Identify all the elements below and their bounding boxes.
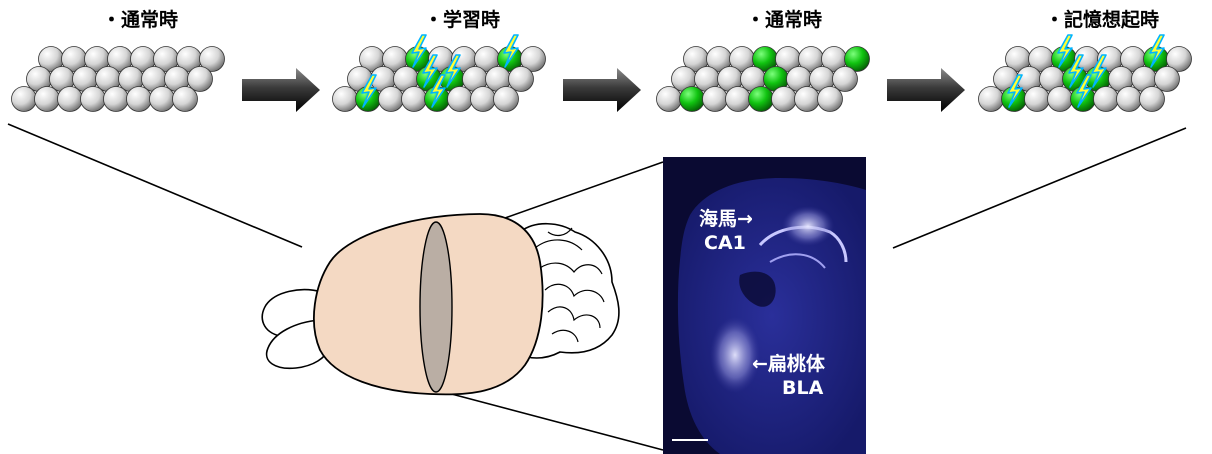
neuron	[725, 86, 751, 112]
neuron	[332, 86, 358, 112]
neuron	[1154, 66, 1180, 92]
neuron	[80, 86, 106, 112]
stage-title-2: ・学習時	[424, 8, 500, 31]
lightning-spark-icon	[422, 54, 438, 88]
neuron	[1139, 86, 1165, 112]
coronal-section-plane	[419, 221, 453, 393]
lightning-spark-icon	[445, 54, 461, 88]
brain-slice-micrograph	[663, 157, 866, 454]
neuron	[149, 86, 175, 112]
neuron	[103, 86, 129, 112]
neuron	[817, 86, 843, 112]
active-neuron	[748, 86, 774, 112]
neuron	[172, 86, 198, 112]
neuron	[378, 86, 404, 112]
neuron	[1116, 86, 1142, 112]
neuron-clusters	[11, 34, 1192, 112]
neuron	[34, 86, 60, 112]
neuron-cluster-tagged	[656, 46, 870, 112]
lightning-spark-icon	[430, 74, 446, 108]
neuron	[656, 86, 682, 112]
lightning-spark-icon	[361, 74, 377, 108]
arrow-icon-3	[887, 68, 965, 112]
neuron	[1024, 86, 1050, 112]
lightning-spark-icon	[1091, 54, 1107, 88]
lightning-spark-icon	[1007, 74, 1023, 108]
neuron-cluster-resting	[11, 46, 225, 112]
lightning-spark-icon	[1057, 34, 1073, 68]
neuron	[126, 86, 152, 112]
neuron	[794, 86, 820, 112]
active-neuron	[679, 86, 705, 112]
arrow-icon-2	[563, 68, 641, 112]
neuron	[447, 86, 473, 112]
ca1-label: CA1	[704, 232, 746, 254]
neuron	[832, 66, 858, 92]
lightning-spark-icon	[411, 34, 427, 68]
bla-glow	[710, 317, 760, 393]
ventricle	[739, 271, 776, 307]
neuron	[11, 86, 37, 112]
arrow-icon-1	[242, 68, 320, 112]
stage-title-1: ・通常時	[102, 8, 178, 31]
neuron	[1166, 46, 1192, 72]
transition-arrows	[242, 68, 965, 112]
neuron	[978, 86, 1004, 112]
neuron	[187, 66, 213, 92]
neuron	[199, 46, 225, 72]
lightning-spark-icon	[1149, 34, 1165, 68]
neuron	[57, 86, 83, 112]
neuron	[470, 86, 496, 112]
neuron	[771, 86, 797, 112]
lightning-spark-icon	[1076, 74, 1092, 108]
neuron	[1093, 86, 1119, 112]
neuron	[401, 86, 427, 112]
neuron	[493, 86, 519, 112]
stage-title-3: ・通常時	[746, 8, 822, 31]
neuron-cluster-learning	[332, 34, 546, 112]
amygdala-label: ←扁桃体	[752, 353, 825, 375]
neuron	[508, 66, 534, 92]
stage-titles: ・通常時 ・学習時 ・通常時 ・記憶想起時	[102, 8, 1159, 31]
lightning-spark-icon	[503, 34, 519, 68]
stage-title-4: ・記憶想起時	[1045, 8, 1159, 31]
hippocampus-label: 海馬→	[699, 208, 753, 230]
ca1-glow	[782, 206, 834, 246]
neuron	[520, 46, 546, 72]
bla-label: BLA	[782, 377, 824, 399]
lightning-spark-icon	[1068, 54, 1084, 88]
active-neuron	[844, 46, 870, 72]
neuron-cluster-recall	[978, 34, 1192, 112]
mouse-brain-illustration	[261, 213, 620, 396]
neuron	[1047, 86, 1073, 112]
neuron	[702, 86, 728, 112]
